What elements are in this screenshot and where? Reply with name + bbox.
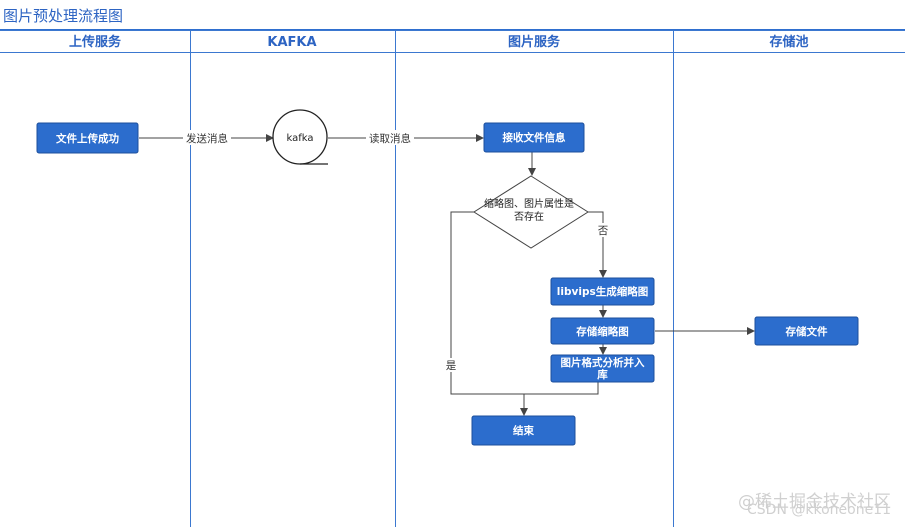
node-upload-success	[36, 122, 139, 154]
edge-label-send-message: 发送消息	[186, 132, 228, 145]
watermark-juejin: @稀土掘金技术社区	[738, 492, 891, 512]
node-receive-info-label: 接收文件信息	[503, 131, 566, 144]
edge-label-no: 否	[598, 225, 609, 237]
edge-label-read-message: 读取消息	[369, 132, 411, 145]
edge-label-yes: 是	[446, 360, 457, 372]
edge-decision-no	[588, 211, 607, 278]
lane-title-image-service: 图片服务	[508, 34, 561, 50]
edge-decision-yes	[450, 211, 524, 395]
node-libvips-label: libvips生成缩略图	[557, 285, 648, 298]
node-store-file-label: 存储文件	[786, 325, 828, 338]
lane-title-upload-service: 上传服务	[69, 34, 122, 50]
node-kafka-label: kafka	[286, 133, 313, 144]
title-rule	[0, 29, 905, 30]
node-store-thumbnail	[550, 317, 655, 345]
node-decision-label-line1: 缩略图、图片属性是	[484, 197, 574, 210]
node-analyze-label-line2: 库	[597, 368, 608, 381]
lane-title-storage-pool: 存储池	[769, 34, 808, 50]
node-decision-label-line2: 否存在	[514, 210, 544, 223]
node-receive-info	[483, 122, 585, 153]
connectors	[139, 134, 755, 416]
edge-analyze-to-end	[520, 382, 599, 416]
lane-title-kafka: KAFKA	[267, 35, 316, 50]
node-end-label: 结束	[513, 424, 534, 437]
node-libvips	[550, 277, 655, 306]
node-store-file	[754, 316, 859, 346]
node-upload-success-label: 文件上传成功	[55, 132, 119, 145]
node-decision	[473, 175, 589, 249]
node-analyze	[550, 354, 655, 383]
lane-grid	[0, 30, 905, 527]
node-end	[471, 415, 576, 446]
watermark-csdn: CSDN @kkoneone11	[747, 502, 891, 518]
page-title: 图片预处理流程图	[3, 7, 124, 25]
node-analyze-label-line1: 图片格式分析并入	[561, 356, 645, 369]
node-store-thumbnail-label: 存储缩略图	[576, 325, 629, 338]
